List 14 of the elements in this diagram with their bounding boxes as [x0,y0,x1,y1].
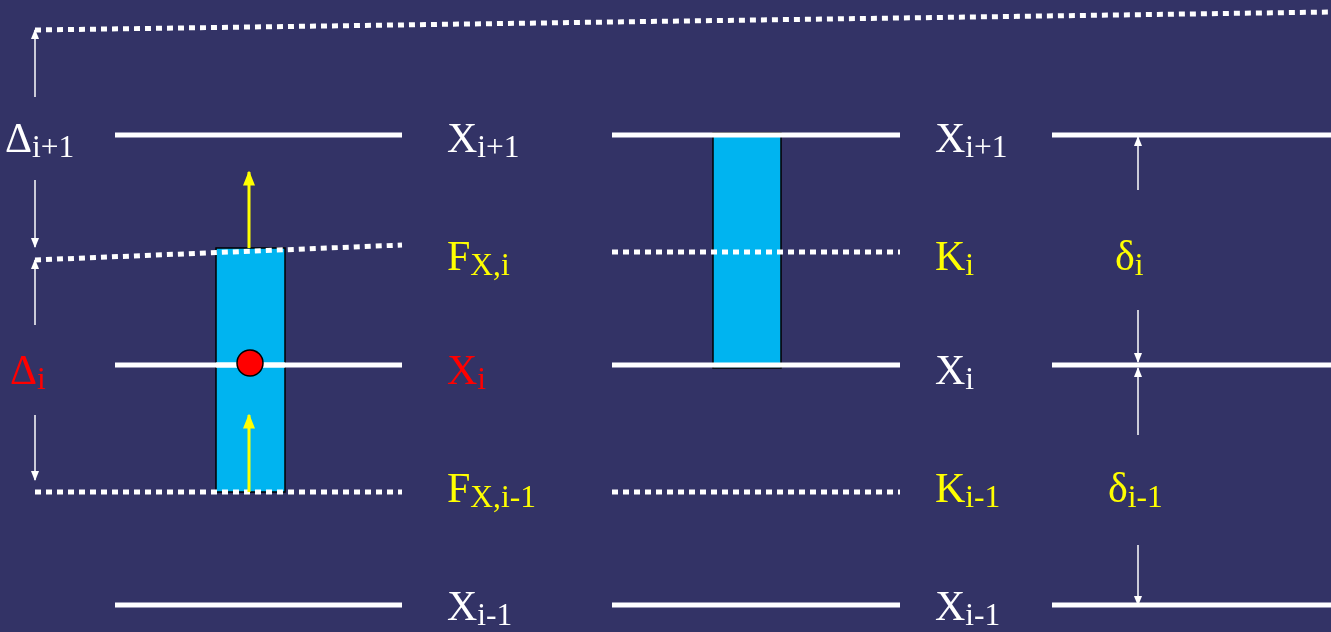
variable-label: Δ$_{i+1}$ [5,117,75,163]
variable-label: X$_{i+1}$ [447,117,520,163]
variable-label: X$_{i+1}$ [935,117,1008,163]
variable-label: X$_{i-1}$ [447,585,513,631]
variable-label: X$_{i}$ [447,349,487,395]
variable-label: X$_{i}$ [935,349,975,395]
variable-label: δ$_{i-1}$ [1108,467,1163,513]
variable-label: X$_{i-1}$ [935,585,1001,631]
variable-label: F$_{X,i-1}$ [447,467,536,513]
variable-label: δ$_{i}$ [1115,235,1144,281]
variable-label: F$_{X,i}$ [447,235,510,281]
variable-label: K$_{i}$ [935,235,975,281]
variable-label: Δ$_{i}$ [10,349,46,395]
variable-label: K$_{i-1}$ [935,467,1001,513]
